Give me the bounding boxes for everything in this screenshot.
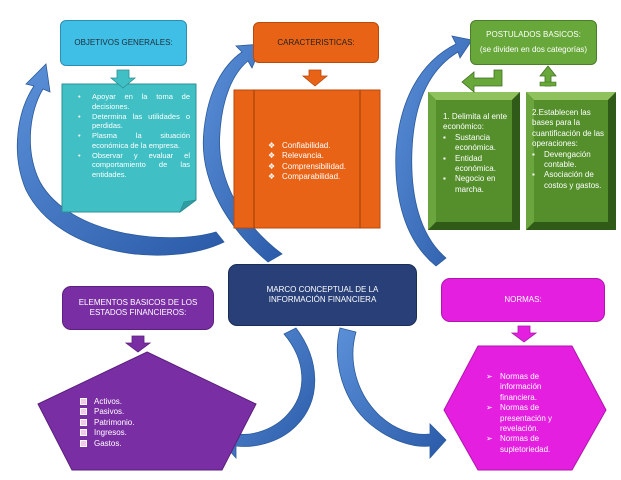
curved-arrow-to-normas bbox=[337, 327, 447, 460]
list-item: •Observar y evaluar el comportamiento de… bbox=[78, 150, 190, 180]
down-arrow-caracteristicas bbox=[301, 69, 329, 87]
square-bullet-icon bbox=[80, 418, 87, 426]
list-item: ➢Normas de supletoriedad. bbox=[486, 434, 551, 454]
down-arrow-normas bbox=[510, 325, 538, 343]
postulados-right-heading: 2.Establecen las bases para la cuantific… bbox=[532, 108, 605, 149]
postulados-title-text: POSTULADOS BASICOS: bbox=[486, 30, 581, 39]
bullet-icon: ▪ bbox=[532, 170, 535, 180]
diamond-bullet-icon: ❖ bbox=[268, 141, 276, 150]
postulados-subtitle-text: (se dividen en dos categorías) bbox=[479, 45, 588, 54]
objetivos-generales-title: OBJETIVOS GENERALES: bbox=[60, 20, 187, 66]
postulados-right-content: 2.Establecen las bases para la cuantific… bbox=[532, 108, 607, 191]
list-item: Gastos. bbox=[80, 439, 160, 449]
bullet-icon: ▪ bbox=[443, 153, 446, 163]
bullet-icon: ▪ bbox=[532, 149, 535, 159]
arrow-bullet-icon: ➢ bbox=[486, 434, 493, 444]
list-item: ➢Normas de información financiera. bbox=[486, 372, 542, 402]
list-item: ▪Devengación contable. bbox=[532, 149, 591, 169]
postulados-left-content: 1. Delimita al ente económico: ▪Sustanci… bbox=[443, 112, 511, 195]
curved-arrow-to-objetivos bbox=[16, 63, 225, 256]
normas-title-text: NORMAS: bbox=[504, 295, 542, 304]
bullet-icon: ▪ bbox=[443, 132, 446, 142]
postulados-right-box bbox=[526, 92, 616, 230]
caracteristicas-title: CARACTERISTICAS: bbox=[253, 22, 379, 63]
list-item: Activos. bbox=[80, 397, 160, 407]
marco-conceptual-title: MARCO CONCEPTUAL DE LA INFORMACIÓN FINAN… bbox=[228, 264, 417, 326]
list-item: ▪Negocio en marcha. bbox=[443, 174, 496, 194]
caracteristicas-title-text: CARACTERISTICAS: bbox=[277, 37, 355, 47]
list-item: ❖Confiabilidad. bbox=[268, 141, 331, 150]
list-item: Pasivos. bbox=[80, 407, 160, 417]
down-arrow-elementos bbox=[124, 335, 152, 353]
normas-title: NORMAS: bbox=[441, 278, 605, 322]
list-item: •Apoyar en la toma de decisiones. bbox=[78, 92, 190, 111]
square-bullet-icon bbox=[80, 439, 87, 447]
objetivos-list: •Apoyar en la toma de decisiones. •Deter… bbox=[78, 92, 190, 180]
bullet-icon: • bbox=[78, 111, 81, 121]
elementos-list: Activos. Pasivos. Patrimonio. Ingresos. … bbox=[80, 397, 160, 449]
normas-list: ➢Normas de información financiera. ➢Norm… bbox=[486, 372, 576, 455]
elementos-pentagon bbox=[37, 351, 257, 471]
list-item: ❖Comparabilidad. bbox=[268, 172, 341, 182]
diamond-bullet-icon: ❖ bbox=[268, 151, 276, 161]
list-item: ❖Relevancia. bbox=[268, 151, 324, 161]
list-item: •Determina las utilidades o perdidas. bbox=[78, 111, 190, 131]
bullet-icon: ▪ bbox=[443, 174, 446, 184]
arrow-bullet-icon: ➢ bbox=[486, 372, 493, 381]
list-item: ➢Normas de presentación y revelación. bbox=[486, 403, 553, 433]
objetivos-title-text: OBJETIVOS GENERALES: bbox=[74, 38, 173, 47]
caracteristicas-panel bbox=[233, 89, 381, 229]
postulados-left-box bbox=[428, 92, 520, 230]
elementos-basicos-title: ELEMENTOS BASICOS DE LOS ESTADOS FINANCI… bbox=[62, 286, 214, 330]
arrow-bullet-icon: ➢ bbox=[486, 403, 493, 413]
list-item: Ingresos. bbox=[80, 428, 160, 438]
square-bullet-icon bbox=[80, 408, 87, 416]
postulados-left-heading: 1. Delimita al ente económico: bbox=[443, 112, 508, 132]
square-bullet-icon bbox=[80, 429, 87, 437]
bent-arrow-left bbox=[461, 69, 503, 93]
down-arrow-objetivos bbox=[109, 69, 137, 89]
bullet-icon: • bbox=[78, 150, 81, 160]
list-item: ▪Sustancia económica. bbox=[443, 132, 496, 153]
list-item: ❖Comprensibilidad. bbox=[268, 161, 347, 171]
marco-title-text: MARCO CONCEPTUAL DE LA INFORMACIÓN FINAN… bbox=[266, 285, 379, 304]
postulados-basicos-title: POSTULADOS BASICOS: (se dividen en dos c… bbox=[470, 20, 597, 65]
normas-hexagon bbox=[443, 345, 607, 471]
list-item: ▪Entidad económica. bbox=[443, 153, 496, 173]
bullet-icon: • bbox=[78, 92, 81, 101]
elementos-title-text: ELEMENTOS BASICOS DE LOS ESTADOS FINANCI… bbox=[78, 298, 198, 317]
list-item: Patrimonio. bbox=[80, 418, 160, 428]
diamond-bullet-icon: ❖ bbox=[268, 161, 276, 171]
note-fold bbox=[179, 199, 197, 214]
bullet-icon: • bbox=[78, 131, 81, 140]
square-bullet-icon bbox=[80, 398, 87, 405]
list-item: •Plasma la situación económica de la emp… bbox=[78, 131, 190, 150]
list-item: ▪Asociación de costos y gastos. bbox=[532, 170, 602, 190]
diamond-bullet-icon: ❖ bbox=[268, 172, 276, 182]
caracteristicas-list: ❖Confiabilidad. ❖Relevancia. ❖Comprensib… bbox=[268, 141, 368, 183]
